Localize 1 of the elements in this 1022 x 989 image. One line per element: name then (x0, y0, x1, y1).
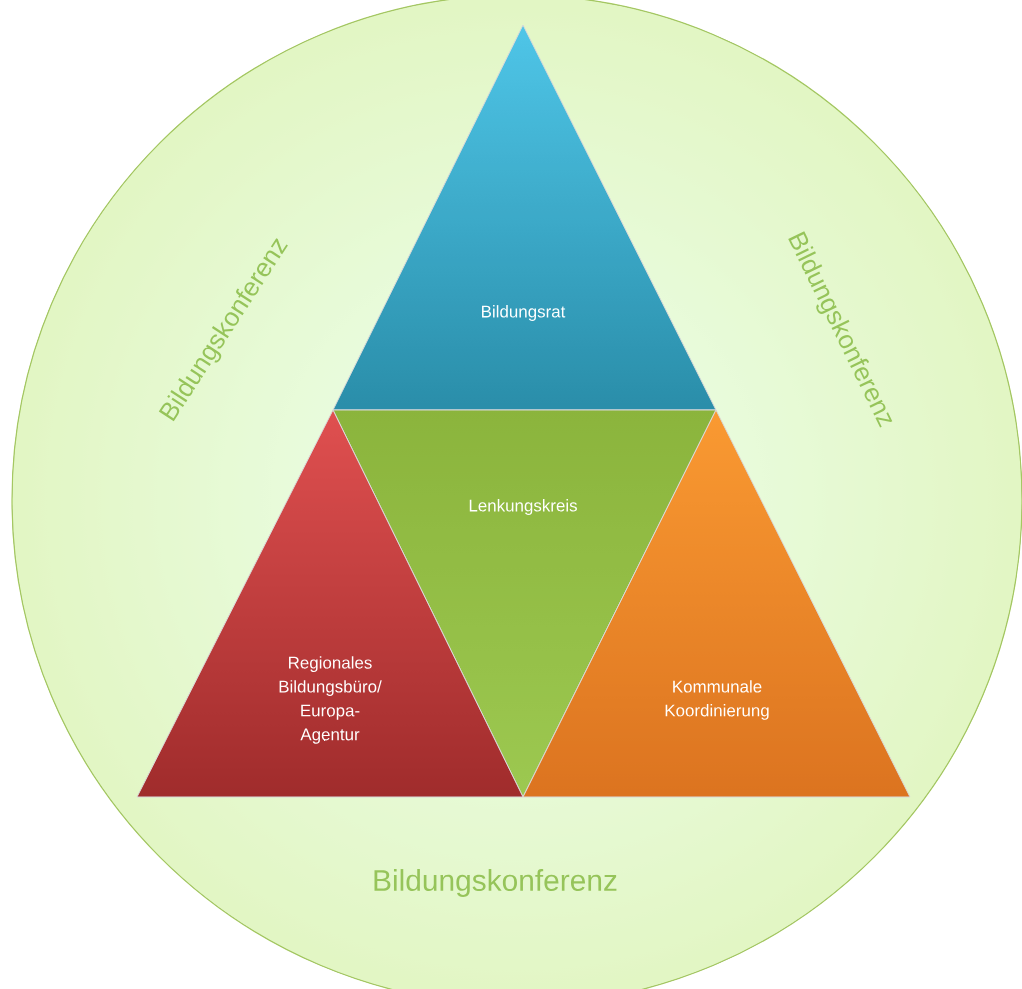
circle-label: Bildungskonferenz (374, 869, 617, 897)
